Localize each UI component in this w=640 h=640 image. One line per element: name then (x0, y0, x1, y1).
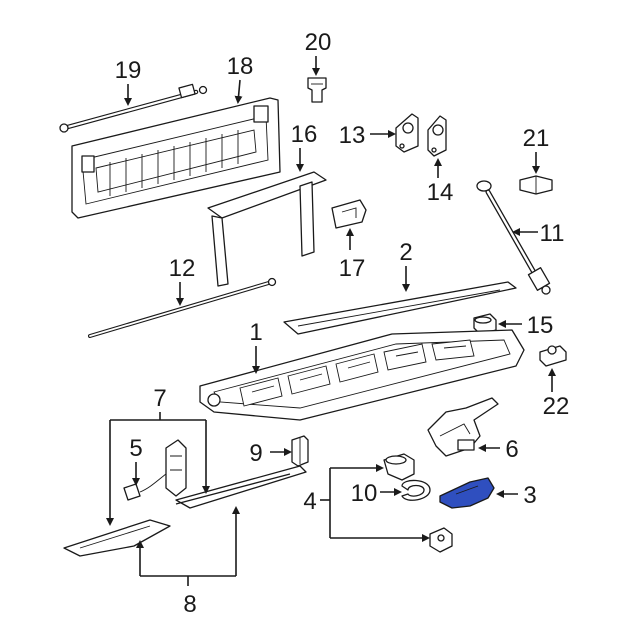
callout-18: 18 (227, 53, 254, 80)
part-9-clip (291, 435, 309, 467)
callout-6: 6 (505, 436, 518, 463)
callout-7: 7 (153, 385, 166, 412)
callout-2: 2 (399, 239, 412, 266)
part-2-seal-strip (283, 281, 517, 335)
callout-5: 5 (129, 435, 142, 462)
part-3-handle-bezel (439, 477, 495, 509)
part-14-hinge-bracket (427, 115, 447, 157)
part-21-bumper (519, 175, 553, 195)
callout-4: 4 (303, 488, 316, 515)
part-20-clip (307, 77, 327, 103)
callout-20: 20 (305, 29, 332, 56)
callout-22: 22 (543, 393, 570, 420)
part-8-cover-panels (63, 465, 307, 557)
part-18-tailgate-panel (71, 97, 281, 219)
part-16-support-frame (207, 171, 327, 287)
part-17-small-bracket (331, 199, 367, 229)
callout-17: 17 (339, 255, 366, 282)
callout-numbers: 19 18 20 13 14 21 16 17 11 12 2 15 1 22 … (115, 29, 570, 618)
part-6-latch-handle (427, 397, 499, 457)
part-1-tailgate-inner-panel (199, 329, 525, 421)
part-12-long-rod (88, 277, 277, 338)
part-19-rod (59, 83, 208, 133)
callout-13: 13 (339, 122, 366, 149)
callout-10: 10 (351, 480, 378, 507)
callout-16: 16 (291, 121, 318, 148)
callout-1: 1 (249, 319, 262, 346)
callout-12: 12 (169, 255, 196, 282)
part-13-hinge-bracket (395, 113, 419, 153)
callout-3: 3 (523, 482, 536, 509)
callout-11: 11 (540, 220, 565, 247)
part-10-clip-ring (401, 479, 431, 501)
callout-14: 14 (427, 179, 454, 206)
callout-lines (106, 56, 556, 586)
part-5-lock-actuator (123, 439, 187, 501)
callout-9: 9 (249, 440, 262, 467)
part-15-bumper (473, 313, 497, 335)
callout-15: 15 (527, 312, 554, 339)
callout-19: 19 (115, 57, 142, 84)
part-4-latch-components (383, 453, 453, 553)
callout-21: 21 (523, 125, 550, 152)
callout-8: 8 (183, 591, 196, 618)
part-22-fastener (539, 345, 567, 367)
